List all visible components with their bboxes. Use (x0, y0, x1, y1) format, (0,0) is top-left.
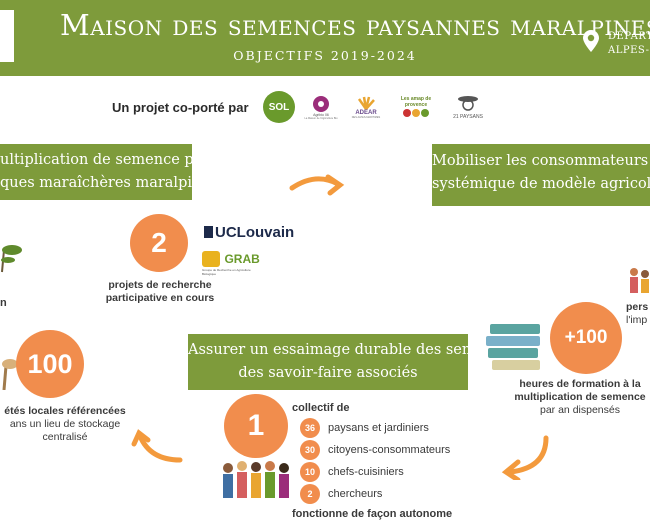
uclouvain-icon (204, 226, 213, 238)
objective-box-right: Mobiliser les consommateurs pou systémiq… (432, 144, 650, 206)
dept-line-2: ALPES-MAR (608, 45, 650, 56)
member-count-badge: 10 (300, 462, 320, 482)
collective-row-1: 36 paysans et jardiniers (300, 418, 429, 438)
arrow-right-icon (501, 435, 549, 480)
collective-heading: collectif de (292, 402, 350, 414)
page-title: Maison des semences paysannes maralpines (60, 8, 650, 42)
projects-caption-1: projets de recherche (108, 279, 212, 291)
people-icon (630, 268, 649, 293)
location-pin-icon (583, 30, 599, 52)
amap-text: Les amap de provence (400, 96, 432, 108)
collective-row-4: 2 chercheurs (300, 484, 382, 504)
member-label: chefs-cuisiniers (328, 466, 404, 478)
training-caption: heures de formation à la multiplication … (510, 378, 650, 417)
header-banner (0, 0, 650, 76)
department-label: DÉPARTEM ALPES-MAR (608, 30, 650, 58)
adear-sub: DES ALPES-MARITIMES (351, 115, 381, 119)
arrow-top-icon (289, 174, 345, 196)
right-cut-caption: pers l'imp (626, 301, 650, 327)
plant-icon (1, 245, 22, 273)
adear-text: ADEAR (355, 109, 377, 116)
varieties-caption-1: étés locales référencées (4, 405, 126, 417)
crowd-icon (223, 461, 289, 498)
grab-logo: GRAB Groupe de Recherche en Agriculture … (202, 250, 260, 276)
dept-line-1: DÉPARTEM (608, 31, 650, 42)
flower-icon (313, 95, 329, 112)
member-count-badge: 36 (300, 418, 320, 438)
coporte-label: Un projet co-porté par (112, 100, 249, 115)
sol-logo-text: SOL (263, 91, 295, 123)
partner-amap-logo: Les amap de provence (394, 90, 438, 124)
collective-row-2: 30 citoyens-consommateurs (300, 440, 450, 460)
grab-icon (202, 250, 220, 267)
training-count-circle: +100 (550, 302, 622, 374)
books-icon (486, 324, 540, 370)
page-subtitle: OBJECTIFS 2019-2024 (233, 48, 417, 63)
msp-logo (0, 10, 14, 62)
member-label: chercheurs (328, 488, 383, 500)
right-cut-line-1: pers (626, 301, 649, 313)
objective-center-line-1: Assurer un essaimage durable des semence… (188, 342, 537, 358)
varieties-caption-2: ans un lieu de stockage (9, 418, 121, 430)
objective-right-line-2: systémique de modèle agricole (432, 176, 650, 192)
projects-count-circle: 2 (130, 214, 188, 272)
objective-left-line-1: ultiplication de semence paysanne (0, 152, 192, 168)
objective-left-line-2: ques maraîchères maralpines (0, 175, 192, 191)
sunburst-icon (357, 96, 375, 110)
objective-right-line-1: Mobiliser les consommateurs pou (432, 153, 650, 169)
member-label: paysans et jardiniers (328, 422, 429, 434)
training-caption-1: heures de formation à la (519, 378, 641, 390)
objective-center-line-2: des savoir-faire associés (238, 365, 418, 381)
farmer-icon (458, 96, 478, 111)
training-caption-3: par an dispensés (540, 404, 620, 416)
collective-row-3: 10 chefs-cuisiniers (300, 462, 404, 482)
right-cut-line-2: l'imp (626, 314, 648, 326)
member-count-badge: 30 (300, 440, 320, 460)
agribio-text: Agribio 06 (313, 112, 329, 117)
objective-box-left: ultiplication de semence paysanne ques m… (0, 144, 192, 200)
uclouvain-logo: UCLouvain (204, 224, 294, 241)
varieties-count-circle: 100 (16, 330, 84, 398)
vegetables-icon (403, 109, 429, 117)
varieties-caption-3: centralisé (42, 431, 88, 443)
varieties-caption: étés locales référencées ans un lieu de … (0, 405, 130, 444)
seedling-icon (2, 359, 18, 390)
collective-count-circle: 1 (224, 394, 288, 458)
arrow-left-icon (131, 429, 183, 463)
member-count-badge: 2 (300, 484, 320, 504)
collective-footer: fonctionne de façon autonome (292, 508, 453, 520)
partner-sol-logo: SOL (262, 90, 296, 124)
partner-agribio-logo: Agribio 06 La Maison de l'Agriculture Bi… (300, 90, 342, 124)
projects-caption: projets de recherche participative en co… (90, 279, 230, 305)
projects-caption-2: participative en cours (105, 292, 215, 304)
objective-box-center: Assurer un essaimage durable des semence… (188, 334, 537, 390)
left-cut-text: n (0, 297, 7, 309)
member-label: citoyens-consommateurs (328, 444, 451, 456)
partner-21paysans-logo: 21 PAYSANS (448, 90, 488, 124)
partner-adear-logo: ADEAR DES ALPES-MARITIMES (344, 90, 388, 124)
grab-text: GRAB (224, 251, 260, 266)
agribio-sub: La Maison de l'Agriculture Bio (304, 116, 338, 120)
21paysans-text: 21 PAYSANS (453, 114, 483, 120)
grab-sub: Groupe de Recherche en Agriculture Biolo… (202, 268, 251, 276)
training-caption-2: multiplication de semence (514, 391, 646, 403)
uclouvain-text: UCLouvain (215, 224, 295, 241)
